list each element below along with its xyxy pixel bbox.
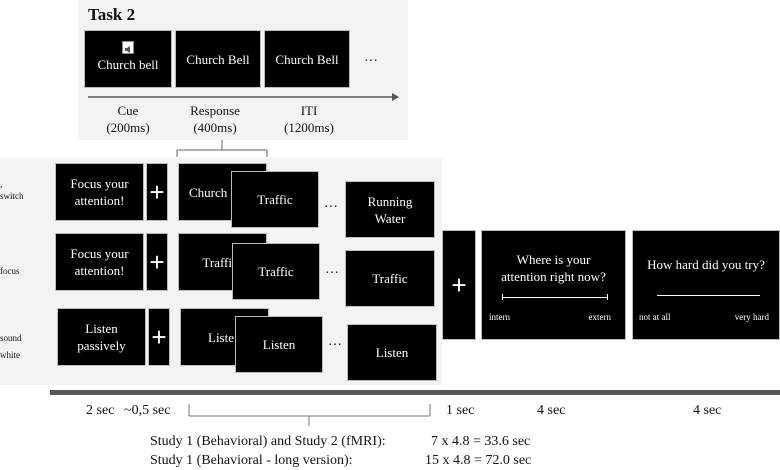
phase-response: Response (400ms) bbox=[180, 102, 250, 136]
row-label-line: , bbox=[0, 179, 3, 189]
row-label-white: sound white bbox=[0, 330, 22, 364]
sequence-ellipsis: … bbox=[325, 262, 340, 277]
phase-duration: (200ms) bbox=[106, 120, 150, 135]
instruction-text: Focus your attention! bbox=[70, 176, 129, 208]
row-label-focus: focus bbox=[0, 266, 20, 276]
stimulus-screen-front: Traffic bbox=[232, 243, 320, 300]
scale-label-right: very hard bbox=[734, 312, 769, 322]
instruction-screen: Focus your attention! bbox=[55, 163, 144, 221]
instruction-screen: Focus your attention! bbox=[55, 233, 144, 291]
stimulus-screen-last: Listen bbox=[347, 324, 437, 381]
scale-label-right: extern bbox=[588, 312, 612, 322]
rating-scale-line bbox=[502, 297, 608, 298]
stimulus-text: Listen bbox=[262, 337, 296, 352]
task2-screen-text: Church bell bbox=[97, 57, 159, 72]
study-line-1-label: Study 1 (Behavioral) and Study 2 (fMRI): bbox=[150, 434, 386, 449]
stimulus-text: Listen bbox=[375, 345, 409, 360]
stimulus-text: Traffi bbox=[202, 254, 232, 270]
task2-time-arrow bbox=[88, 93, 399, 101]
fixation-symbol: + bbox=[451, 269, 467, 300]
block-duration-brace bbox=[188, 404, 431, 426]
duration-cross: ~0,5 sec bbox=[124, 403, 171, 418]
fixation-cross: + bbox=[148, 308, 170, 366]
phase-duration: (400ms) bbox=[193, 120, 237, 135]
scale-label-left: intern bbox=[489, 312, 510, 322]
task2-screen-text: Church Bell bbox=[186, 51, 250, 67]
row-label-switch: , switch bbox=[0, 178, 24, 202]
fixation-cross: + bbox=[146, 233, 168, 291]
probe-question: How hard did you try? bbox=[647, 257, 765, 272]
instruction-text: Listen passively bbox=[77, 321, 126, 353]
phase-name: Response bbox=[190, 103, 240, 118]
task2-ellipsis: … bbox=[364, 50, 379, 65]
stimulus-text: Running Water bbox=[367, 193, 413, 226]
phase-duration: (1200ms) bbox=[284, 120, 334, 135]
stimulus-screen-last: Traffic bbox=[345, 250, 435, 307]
stimulus-screen-last: Running Water bbox=[345, 181, 435, 238]
attention-probe-screen: Where is your attention right now? inter… bbox=[481, 230, 626, 340]
rating-scale-line bbox=[657, 295, 760, 296]
response-bracket bbox=[176, 140, 268, 157]
fixation-symbol: + bbox=[149, 176, 165, 207]
instruction-screen: Listen passively bbox=[57, 308, 146, 366]
duration-probe2: 4 sec bbox=[693, 403, 722, 418]
duration-probe1: 4 sec bbox=[537, 403, 566, 418]
rating-scale-tick bbox=[502, 294, 503, 300]
task2-iti-screen: Church Bell bbox=[264, 30, 350, 88]
stimulus-text: Traffic bbox=[372, 271, 408, 286]
study-line-2-label: Study 1 (Behavioral - long version): bbox=[150, 453, 353, 468]
task2-response-screen: Church Bell bbox=[175, 30, 261, 88]
row-label-line: switch bbox=[0, 191, 24, 201]
fixation-symbol: + bbox=[149, 246, 165, 277]
task2-cue-screen: Church bell bbox=[84, 30, 172, 88]
fixation-symbol: + bbox=[151, 321, 167, 352]
stimulus-text: Traffic bbox=[258, 264, 294, 279]
task2-screen-text: Church Bell bbox=[275, 51, 339, 67]
stimulus-screen-front: Traffic bbox=[231, 171, 319, 228]
stimulus-screen-front: Listen bbox=[235, 316, 323, 373]
timeline-bar bbox=[50, 390, 780, 395]
phase-name: ITI bbox=[300, 103, 318, 118]
sequence-ellipsis: … bbox=[328, 334, 343, 349]
row-label-line: white bbox=[0, 350, 20, 360]
fixation-cross: + bbox=[146, 163, 168, 221]
probe-question: Where is your attention right now? bbox=[501, 252, 606, 284]
stimulus-text: Liste bbox=[208, 329, 234, 345]
phase-iti: ITI (1200ms) bbox=[274, 102, 344, 136]
phase-cue: Cue (200ms) bbox=[98, 102, 158, 136]
sequence-ellipsis: … bbox=[324, 196, 339, 211]
study-line-1-value: 7 x 4.8 = 33.6 sec bbox=[431, 434, 531, 449]
speaker-icon bbox=[122, 41, 134, 54]
duration-fixation: 1 sec bbox=[446, 403, 475, 418]
instruction-text: Focus your attention! bbox=[70, 246, 129, 278]
study-line-2-value: 15 x 4.8 = 72.0 sec bbox=[425, 453, 532, 468]
fixation-screen: + bbox=[442, 230, 476, 340]
phase-name: Cue bbox=[117, 103, 139, 118]
stimulus-text: Traffic bbox=[257, 192, 293, 207]
effort-probe-screen: How hard did you try? not at all very ha… bbox=[632, 230, 780, 340]
task2-title: Task 2 bbox=[88, 5, 136, 24]
rating-scale-tick bbox=[607, 294, 608, 300]
stimulus-text: Church bbox=[189, 184, 228, 200]
scale-label-left: not at all bbox=[639, 312, 671, 322]
duration-instruction: 2 sec bbox=[86, 403, 115, 418]
row-label-line: sound bbox=[0, 333, 22, 343]
